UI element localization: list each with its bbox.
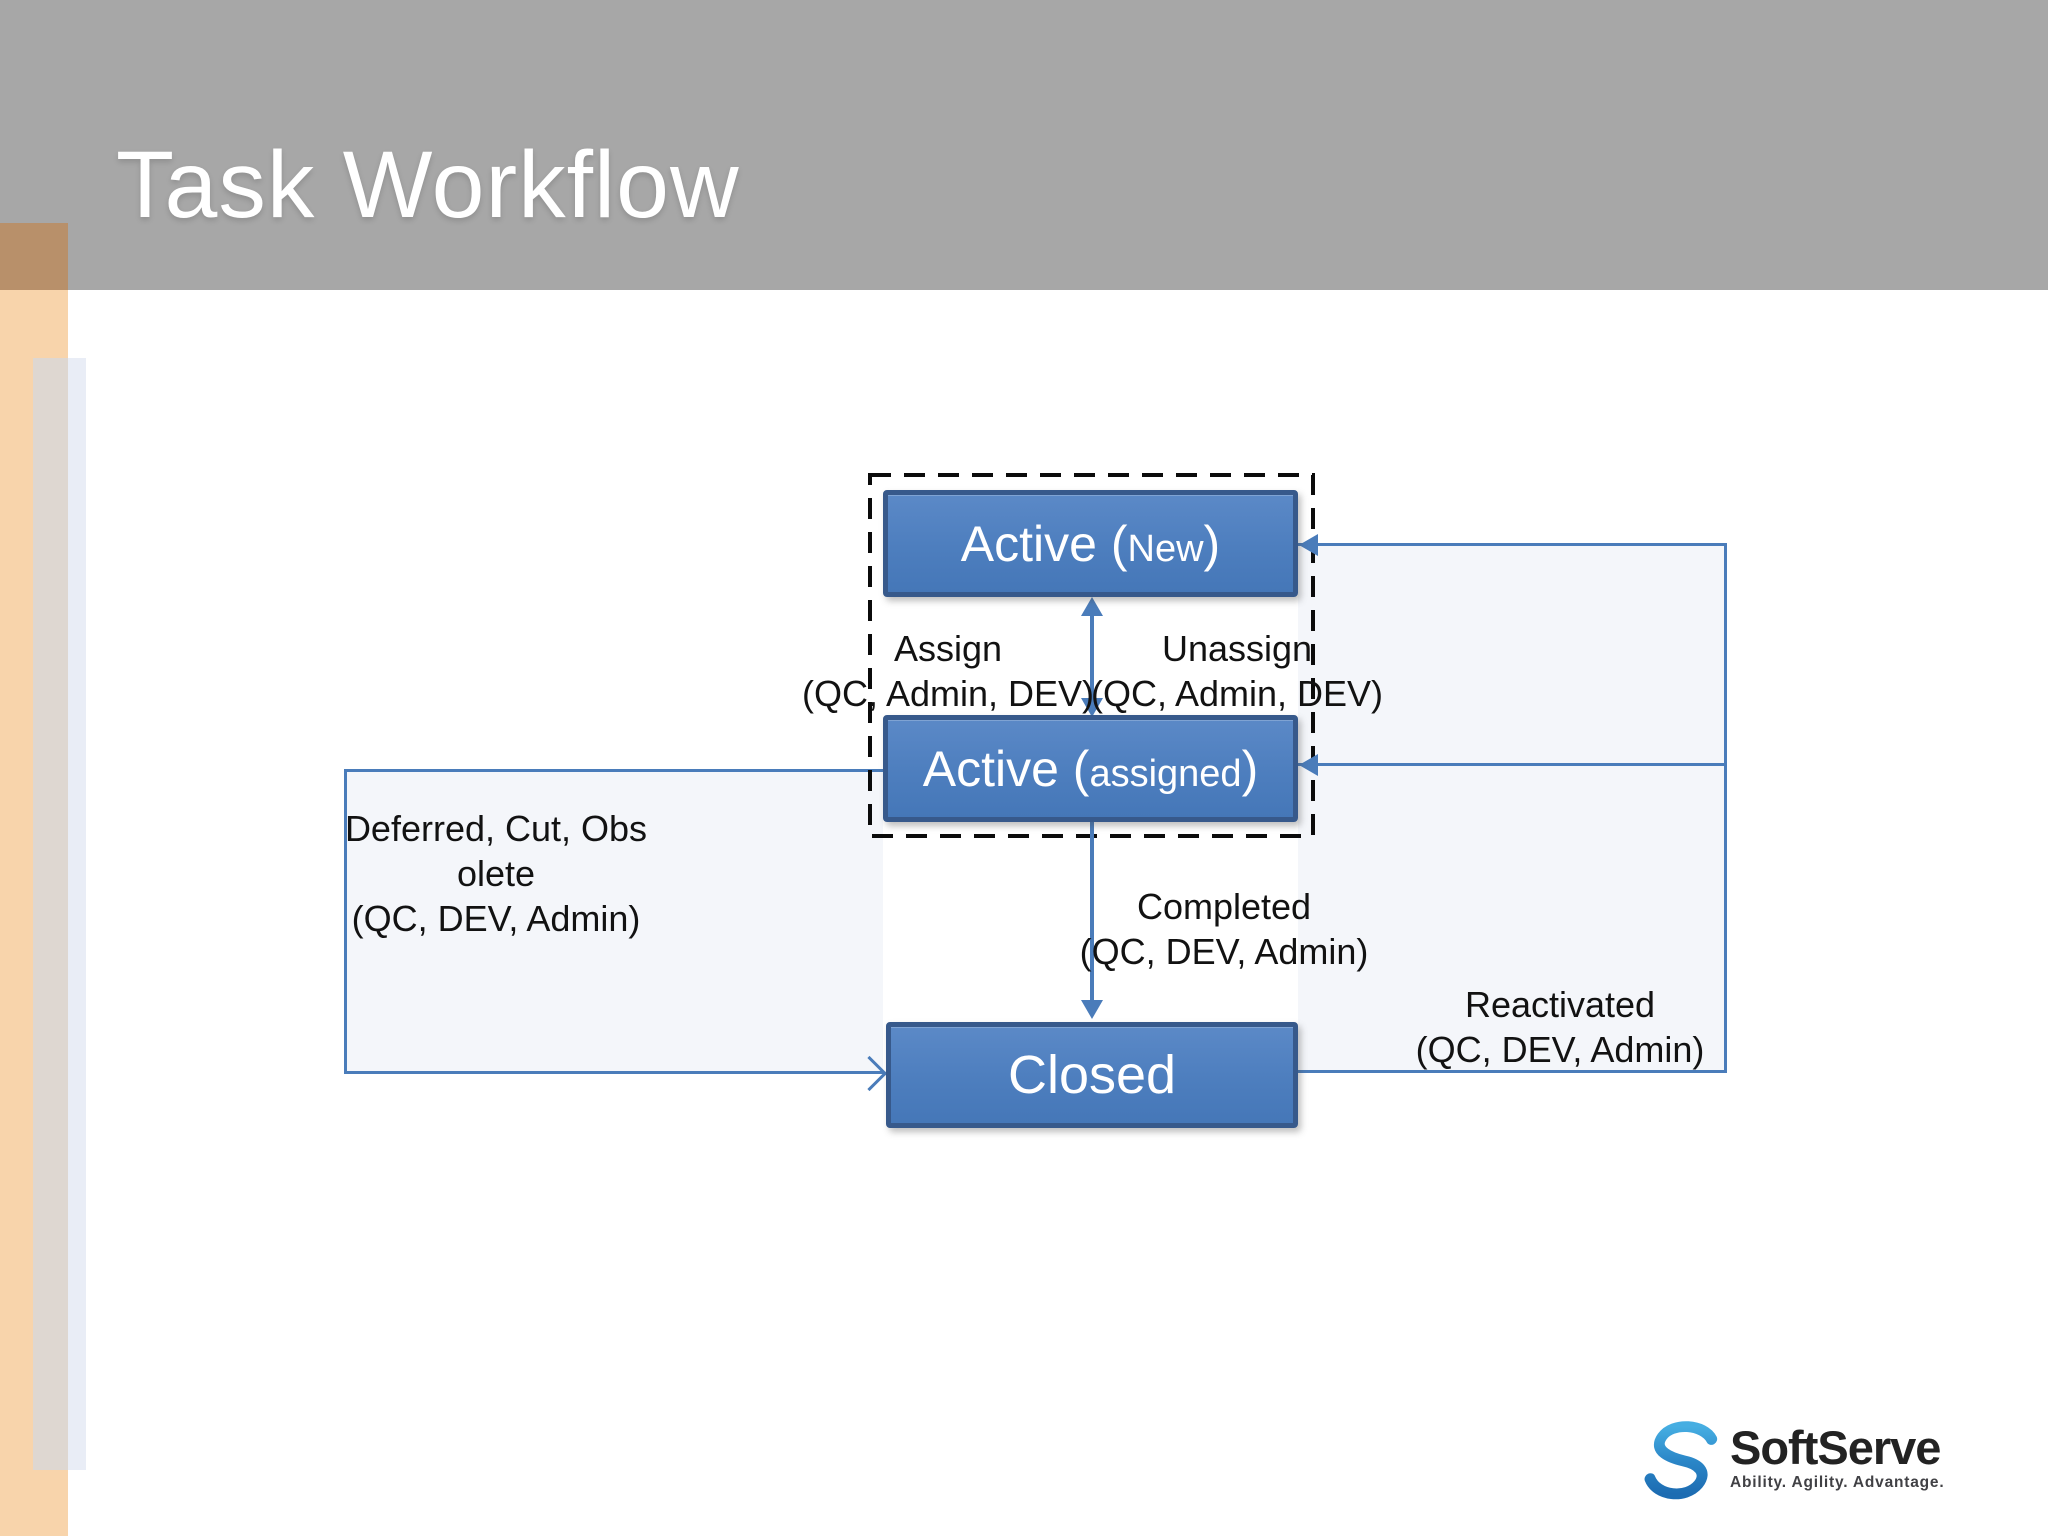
- arrowhead-down-icon: [1081, 698, 1103, 717]
- completed-edge-label: Completed (QC, DEV, Admin): [1079, 886, 1369, 972]
- softserve-s-icon: [1644, 1421, 1718, 1500]
- node-active-assigned: Active (assigned): [883, 715, 1298, 822]
- accent-gray-strip: [33, 358, 68, 1470]
- accent-tan-square: [0, 223, 68, 290]
- title-bar: Task Workflow: [0, 0, 2048, 290]
- softserve-logo-text: SoftServe Ability. Agility. Advantage.: [1730, 1416, 1944, 1492]
- deferred-connector-path: [344, 769, 883, 1074]
- node-closed: Closed: [886, 1022, 1298, 1128]
- softserve-logo: SoftServe Ability. Agility. Advantage.: [1636, 1416, 1944, 1508]
- arrowhead-up-icon: [1081, 597, 1103, 616]
- node-label: Active (assigned): [922, 740, 1259, 797]
- reactivated-edge-label: Reactivated (QC, DEV, Admin): [1415, 984, 1705, 1070]
- deferred-edge-label: Deferred, Cut, Obs olete (QC, DEV, Admin…: [344, 808, 648, 939]
- arrowhead-down-icon: [1081, 1000, 1103, 1019]
- assign-edge-label: Assign (QC, Admin, DEV): [801, 628, 1095, 714]
- accent-blue-strip: [68, 358, 86, 1470]
- softserve-brand-name: SoftServe: [1730, 1421, 1941, 1474]
- completed-arrow-shaft: [1090, 822, 1094, 1002]
- arrowhead-left-icon: [1299, 754, 1318, 776]
- node-active-new: Active (New): [883, 490, 1298, 597]
- arrowhead-left-icon: [1299, 534, 1318, 556]
- softserve-tagline: Ability. Agility. Advantage.: [1730, 1474, 1945, 1491]
- unassign-return-line: [1298, 763, 1727, 766]
- node-label: Closed: [1007, 1045, 1177, 1105]
- reactivated-connector-path: [1298, 543, 1727, 1073]
- unassign-edge-label: Unassign (QC, Admin, DEV): [1090, 628, 1384, 714]
- page-title: Task Workflow: [116, 132, 740, 238]
- node-label: Active (New): [960, 515, 1221, 572]
- assign-unassign-arrow-shaft: [1090, 610, 1094, 702]
